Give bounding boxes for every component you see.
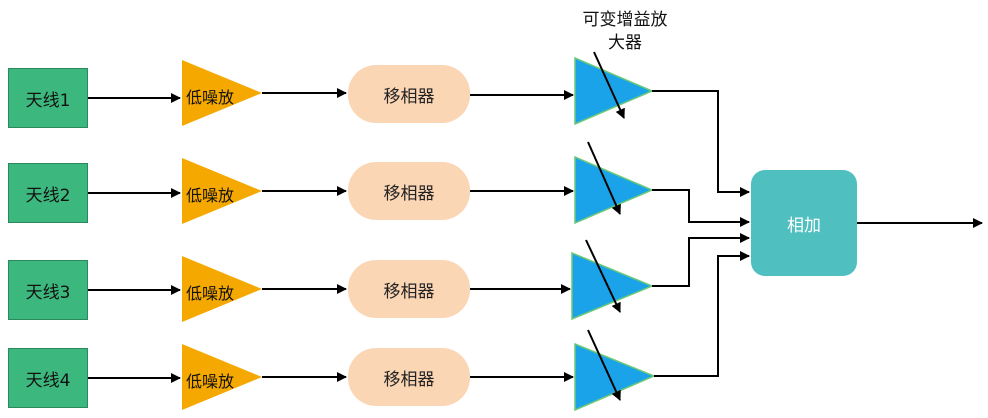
vga-slash-2 xyxy=(587,141,621,215)
vga-slash-4 xyxy=(587,329,621,401)
lna-triangle-4 xyxy=(182,344,262,410)
vga-triangle-4 xyxy=(574,342,656,412)
vga-slash-1 xyxy=(593,51,625,119)
antenna-box-2: 天线2 xyxy=(8,163,88,223)
vga-triangle-1 xyxy=(574,56,654,126)
phase-shifter-4: 移相器 xyxy=(348,348,470,406)
vga-title-line1: 可变增益放 xyxy=(582,10,668,30)
lna-triangle-1 xyxy=(182,60,262,126)
phase-shifter-3: 移相器 xyxy=(348,260,470,318)
lna-label-1: 低噪放 xyxy=(186,88,235,107)
vga-triangle-3 xyxy=(571,251,654,321)
lna-label-4: 低噪放 xyxy=(186,372,235,391)
lna-label-3: 低噪放 xyxy=(186,284,235,303)
antenna-box-4: 天线4 xyxy=(8,348,88,408)
summer-box: 相加 xyxy=(751,170,857,276)
phase-shifter-2: 移相器 xyxy=(348,162,470,220)
vga-title: 可变增益放 大器 xyxy=(570,9,680,55)
antenna-box-3: 天线3 xyxy=(8,260,88,320)
lna-triangle-2 xyxy=(182,158,262,224)
phase-shifter-1: 移相器 xyxy=(348,65,470,123)
connector-vga4-summer xyxy=(654,251,750,377)
vga-slash-3 xyxy=(585,239,621,313)
connector-vga1-summer xyxy=(652,90,750,197)
connector-vga3-summer xyxy=(652,233,750,287)
lna-label-2: 低噪放 xyxy=(186,186,235,205)
antenna-box-1: 天线1 xyxy=(8,68,88,128)
lna-triangle-3 xyxy=(182,256,262,322)
connector-vga2-summer xyxy=(652,189,750,227)
vga-triangle-2 xyxy=(574,155,654,225)
vga-title-line2: 大器 xyxy=(608,33,642,53)
